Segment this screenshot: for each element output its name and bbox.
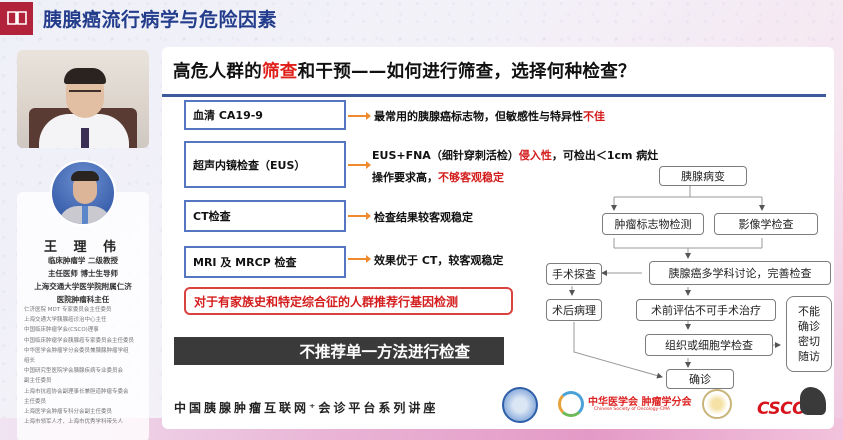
note-text: 检查结果较客观稳定 <box>374 211 473 224</box>
method-label: MRI 及 MRCP 检查 <box>193 256 297 269</box>
note-highlight: 侵入性 <box>518 149 552 162</box>
method-note-ct: 检查结果较客观稳定 <box>374 209 473 225</box>
title-divider <box>162 94 826 97</box>
speaker-role-line: 上海市抗癌协会副理事长兼胆道肿瘤专委会 <box>24 388 129 395</box>
arrow-icon <box>348 161 371 169</box>
not-recommended-banner: 不推荐单一方法进行检查 <box>174 337 504 365</box>
gene-test-recommendation: 对于有家族史和特定综合征的人群推荐行基因检测 <box>184 287 513 315</box>
speaker-name: 王 理 伟 <box>43 240 123 255</box>
cma-oncology-logo-icon <box>558 391 584 417</box>
title-part: 高危人群的 <box>173 62 262 82</box>
method-box-mri: MRI 及 MRCP 检查 <box>184 246 346 278</box>
speaker-role-line: 副主任委员 <box>24 378 52 385</box>
speaker-role-line: 中华医学会肿瘤学分会委员兼胰腺肿瘤学组 <box>24 347 129 354</box>
flow-node-postop-pathology: 术后病理 <box>546 299 602 321</box>
title-part: 和干预——如何进行筛查，选择何种检查？ <box>297 62 636 82</box>
lecture-series-title: 中国胰腺肿瘤互联网⁺会诊平台系列讲座 <box>174 401 439 415</box>
flow-node-diagnosis: 确诊 <box>666 369 734 389</box>
method-label: 超声内镜检查（EUS） <box>193 158 306 172</box>
speaker-role-line: 组长 <box>24 358 36 365</box>
speaker-role-line: 主任委员 <box>24 398 47 405</box>
cma-oncology-logo-en: Chinese Society of Oncology-CMA <box>594 407 670 412</box>
flow-node-tumor-marker: 肿瘤标志物检测 <box>602 213 704 235</box>
note-highlight: 不够客观稳定 <box>438 171 504 184</box>
slide: 高危人群的筛查和干预——如何进行筛查，选择何种检查？ 血清 CA19-9 最常用… <box>162 47 834 429</box>
method-box-ca199: 血清 CA19-9 <box>184 100 346 130</box>
speaker-role-line: 上海医学会肿瘤专科分会副主任委员 <box>24 409 113 416</box>
method-note-ca199: 最常用的胰腺癌标志物，但敏感性与特异性不佳 <box>374 108 605 124</box>
method-note-eus-line2: 操作要求高，不够客观稳定 <box>372 169 504 185</box>
speaker-role-line: 中国研究型医院学会胰腺疾病专业委员会 <box>24 368 124 375</box>
method-box-eus: 超声内镜检查（EUS） <box>184 141 346 188</box>
speaker-title-line: 医院肿瘤科主任 <box>56 295 110 304</box>
note-text: 效果优于 CT，较客观稳定 <box>374 254 504 267</box>
csco-logo: CSCO <box>757 399 807 419</box>
flow-node-pancreatic-lesion: 胰腺病变 <box>659 166 747 186</box>
speaker-role-line: 仁济医院 MDT 专家委员会主任委员 <box>24 307 112 313</box>
speaker-role-line: 中国临床肿瘤学会(CSCO)理事 <box>24 327 99 334</box>
open-book-icon <box>0 1 33 35</box>
speaker-video[interactable] <box>17 50 149 148</box>
arrow-icon <box>348 212 371 220</box>
slide-title: 高危人群的筛查和干预——如何进行筛查，选择何种检查？ <box>173 58 636 83</box>
speaker-roles: 仁济医院 MDT 专家委员会主任委员 上海交通大学胰腺癌诊治中心主任 中国临床肿… <box>24 305 148 427</box>
flow-node-biopsy: 组织或细胞学检查 <box>645 334 773 356</box>
note-text: EUS+FNA（细针穿刺活检） <box>372 149 519 162</box>
method-note-mri: 效果优于 CT，较客观稳定 <box>374 252 503 268</box>
speaker-role-line: 中国临床肿瘤学会胰腺癌专家委员会主任委员 <box>24 337 135 344</box>
speaker-bio-card <box>17 192 149 440</box>
flow-node-imaging: 影像学检查 <box>714 213 818 235</box>
method-label: CT检查 <box>193 210 231 223</box>
note-text: 最常用的胰腺癌标志物，但敏感性与特异性 <box>374 110 583 123</box>
speaker-titles: 临床肿瘤学 二级教授 主任医师 博士生导师 上海交通大学医学院附属仁济 医院肿瘤… <box>17 254 149 306</box>
speaker-title-line: 临床肿瘤学 二级教授 <box>47 256 119 265</box>
note-text: 操作要求高， <box>372 171 438 184</box>
flow-node-followup: 不能确诊密切随访 <box>786 296 832 372</box>
speaker-role-line: 上海市领军人才、上海市优秀学科带头人 <box>24 419 124 426</box>
flow-node-mdt: 胰腺癌多学科讨论，完善检查 <box>649 261 831 285</box>
note-highlight: 不佳 <box>583 110 605 123</box>
flow-node-nonsurgical: 术前评估不可手术治疗 <box>636 299 776 321</box>
method-label: 血清 CA19-9 <box>193 109 263 122</box>
speaker-title-line: 主任医师 博士生导师 <box>47 269 119 278</box>
cmda-seal-logo <box>502 387 538 423</box>
speaker-avatar <box>50 160 116 226</box>
cma-oncology-logo-text: 中华医学会 肿瘤学分会 <box>588 397 692 408</box>
lecture-title: 胰腺癌流行病学与危险因素 <box>43 8 278 31</box>
header: 胰腺癌流行病学与危险因素 <box>0 0 843 36</box>
flow-node-surgery: 手术探查 <box>546 263 602 285</box>
speaker-title-line: 上海交通大学医学院附属仁济 <box>34 282 132 291</box>
speaker-role-line: 上海交通大学胰腺癌诊治中心主任 <box>24 317 107 324</box>
emblem-logo <box>702 389 732 419</box>
title-highlight: 筛查 <box>262 62 298 82</box>
method-note-eus-line1: EUS+FNA（细针穿刺活检）侵入性，可检出＜1cm 病灶 <box>372 147 658 163</box>
method-box-ct: CT检查 <box>184 200 346 232</box>
arrow-icon <box>348 112 371 120</box>
arrow-icon <box>348 255 371 263</box>
note-text: ，可检出＜1cm 病灶 <box>551 149 659 162</box>
csco-horse-icon <box>800 387 826 415</box>
